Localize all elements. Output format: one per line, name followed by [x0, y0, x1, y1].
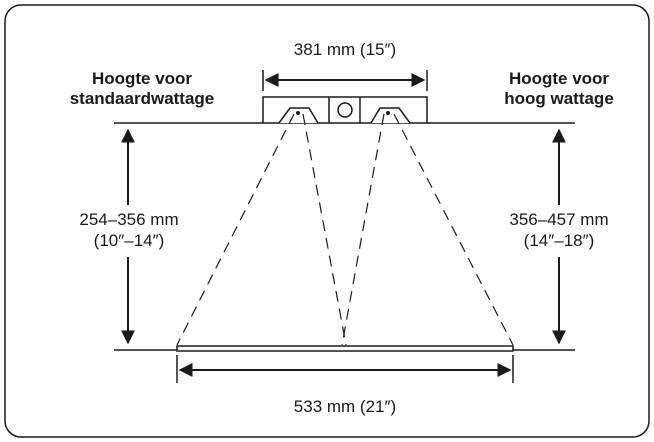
left-heading-line2: standaardwattage	[70, 89, 215, 108]
left-beam-outer	[176, 113, 295, 346]
right-heading-line1: Hoogte voor	[509, 69, 609, 88]
fixture-center-circle	[337, 102, 353, 118]
right-heading-line2: hoog wattage	[504, 89, 614, 108]
right-height-in-label: (14″–18″)	[524, 231, 595, 250]
left-heading-line1: Hoogte voor	[92, 69, 192, 88]
right-beam-inner	[341, 113, 385, 346]
top-width-label: 381 mm (15″)	[294, 40, 396, 59]
left-height-in-label: (10″–14″)	[94, 231, 165, 250]
bottom-width-dimension	[176, 355, 514, 383]
light-beams	[176, 113, 514, 346]
bottom-width-label: 533 mm (21″)	[294, 397, 396, 416]
right-bulb-housing	[370, 107, 411, 124]
right-beam-outer	[393, 113, 514, 346]
top-width-dimension	[262, 70, 428, 91]
left-height-mm-label: 254–356 mm	[79, 210, 178, 229]
right-height-mm-label: 356–457 mm	[509, 210, 608, 229]
lamp-fixture	[262, 96, 428, 124]
left-beam-inner	[302, 113, 347, 346]
diagram-frame	[4, 4, 650, 438]
growing-surface	[176, 345, 514, 352]
left-bulb-housing	[278, 107, 319, 124]
